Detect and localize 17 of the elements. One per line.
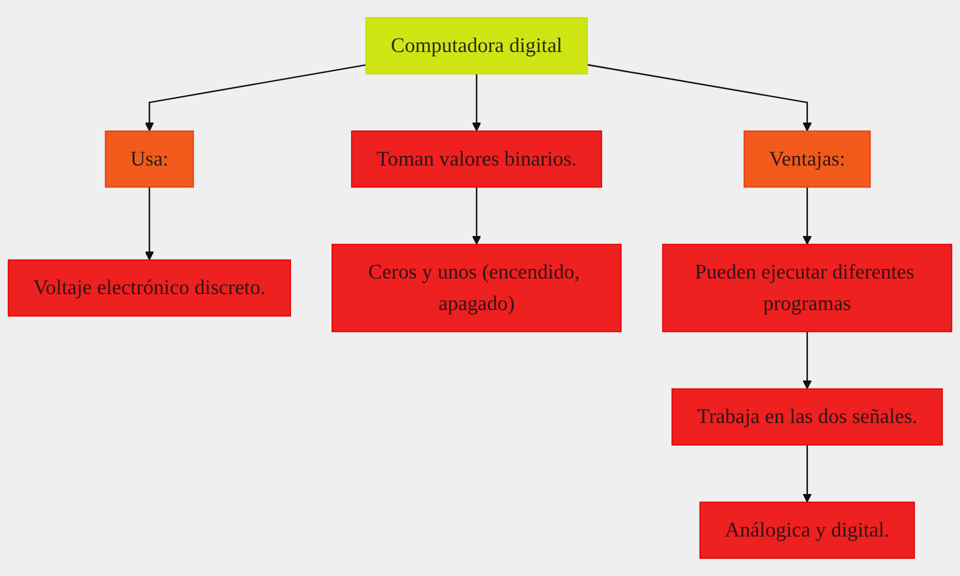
arrow bbox=[144, 64, 366, 132]
arrow bbox=[144, 187, 154, 260]
arrow bbox=[802, 187, 812, 245]
arrow bbox=[472, 74, 482, 132]
arrow bbox=[587, 64, 812, 132]
node-box: Pueden ejecutar diferentes programas bbox=[662, 244, 952, 332]
arrow bbox=[802, 444, 812, 503]
node-box: Voltaje electrónico discreto. bbox=[8, 259, 292, 317]
node-box: Ceros y unos (encendido, apagado) bbox=[332, 244, 622, 332]
arrow bbox=[472, 187, 482, 245]
node-box: Usa: bbox=[104, 130, 194, 188]
arrow bbox=[802, 332, 812, 390]
node-box: Ventajas: bbox=[744, 130, 871, 188]
node-box: Trabaja en las dos señales. bbox=[672, 388, 943, 446]
node-box: Computadora digital bbox=[365, 17, 588, 74]
node-box: Análogica y digital. bbox=[699, 502, 915, 559]
node-box: Toman valores binarios. bbox=[351, 130, 602, 188]
